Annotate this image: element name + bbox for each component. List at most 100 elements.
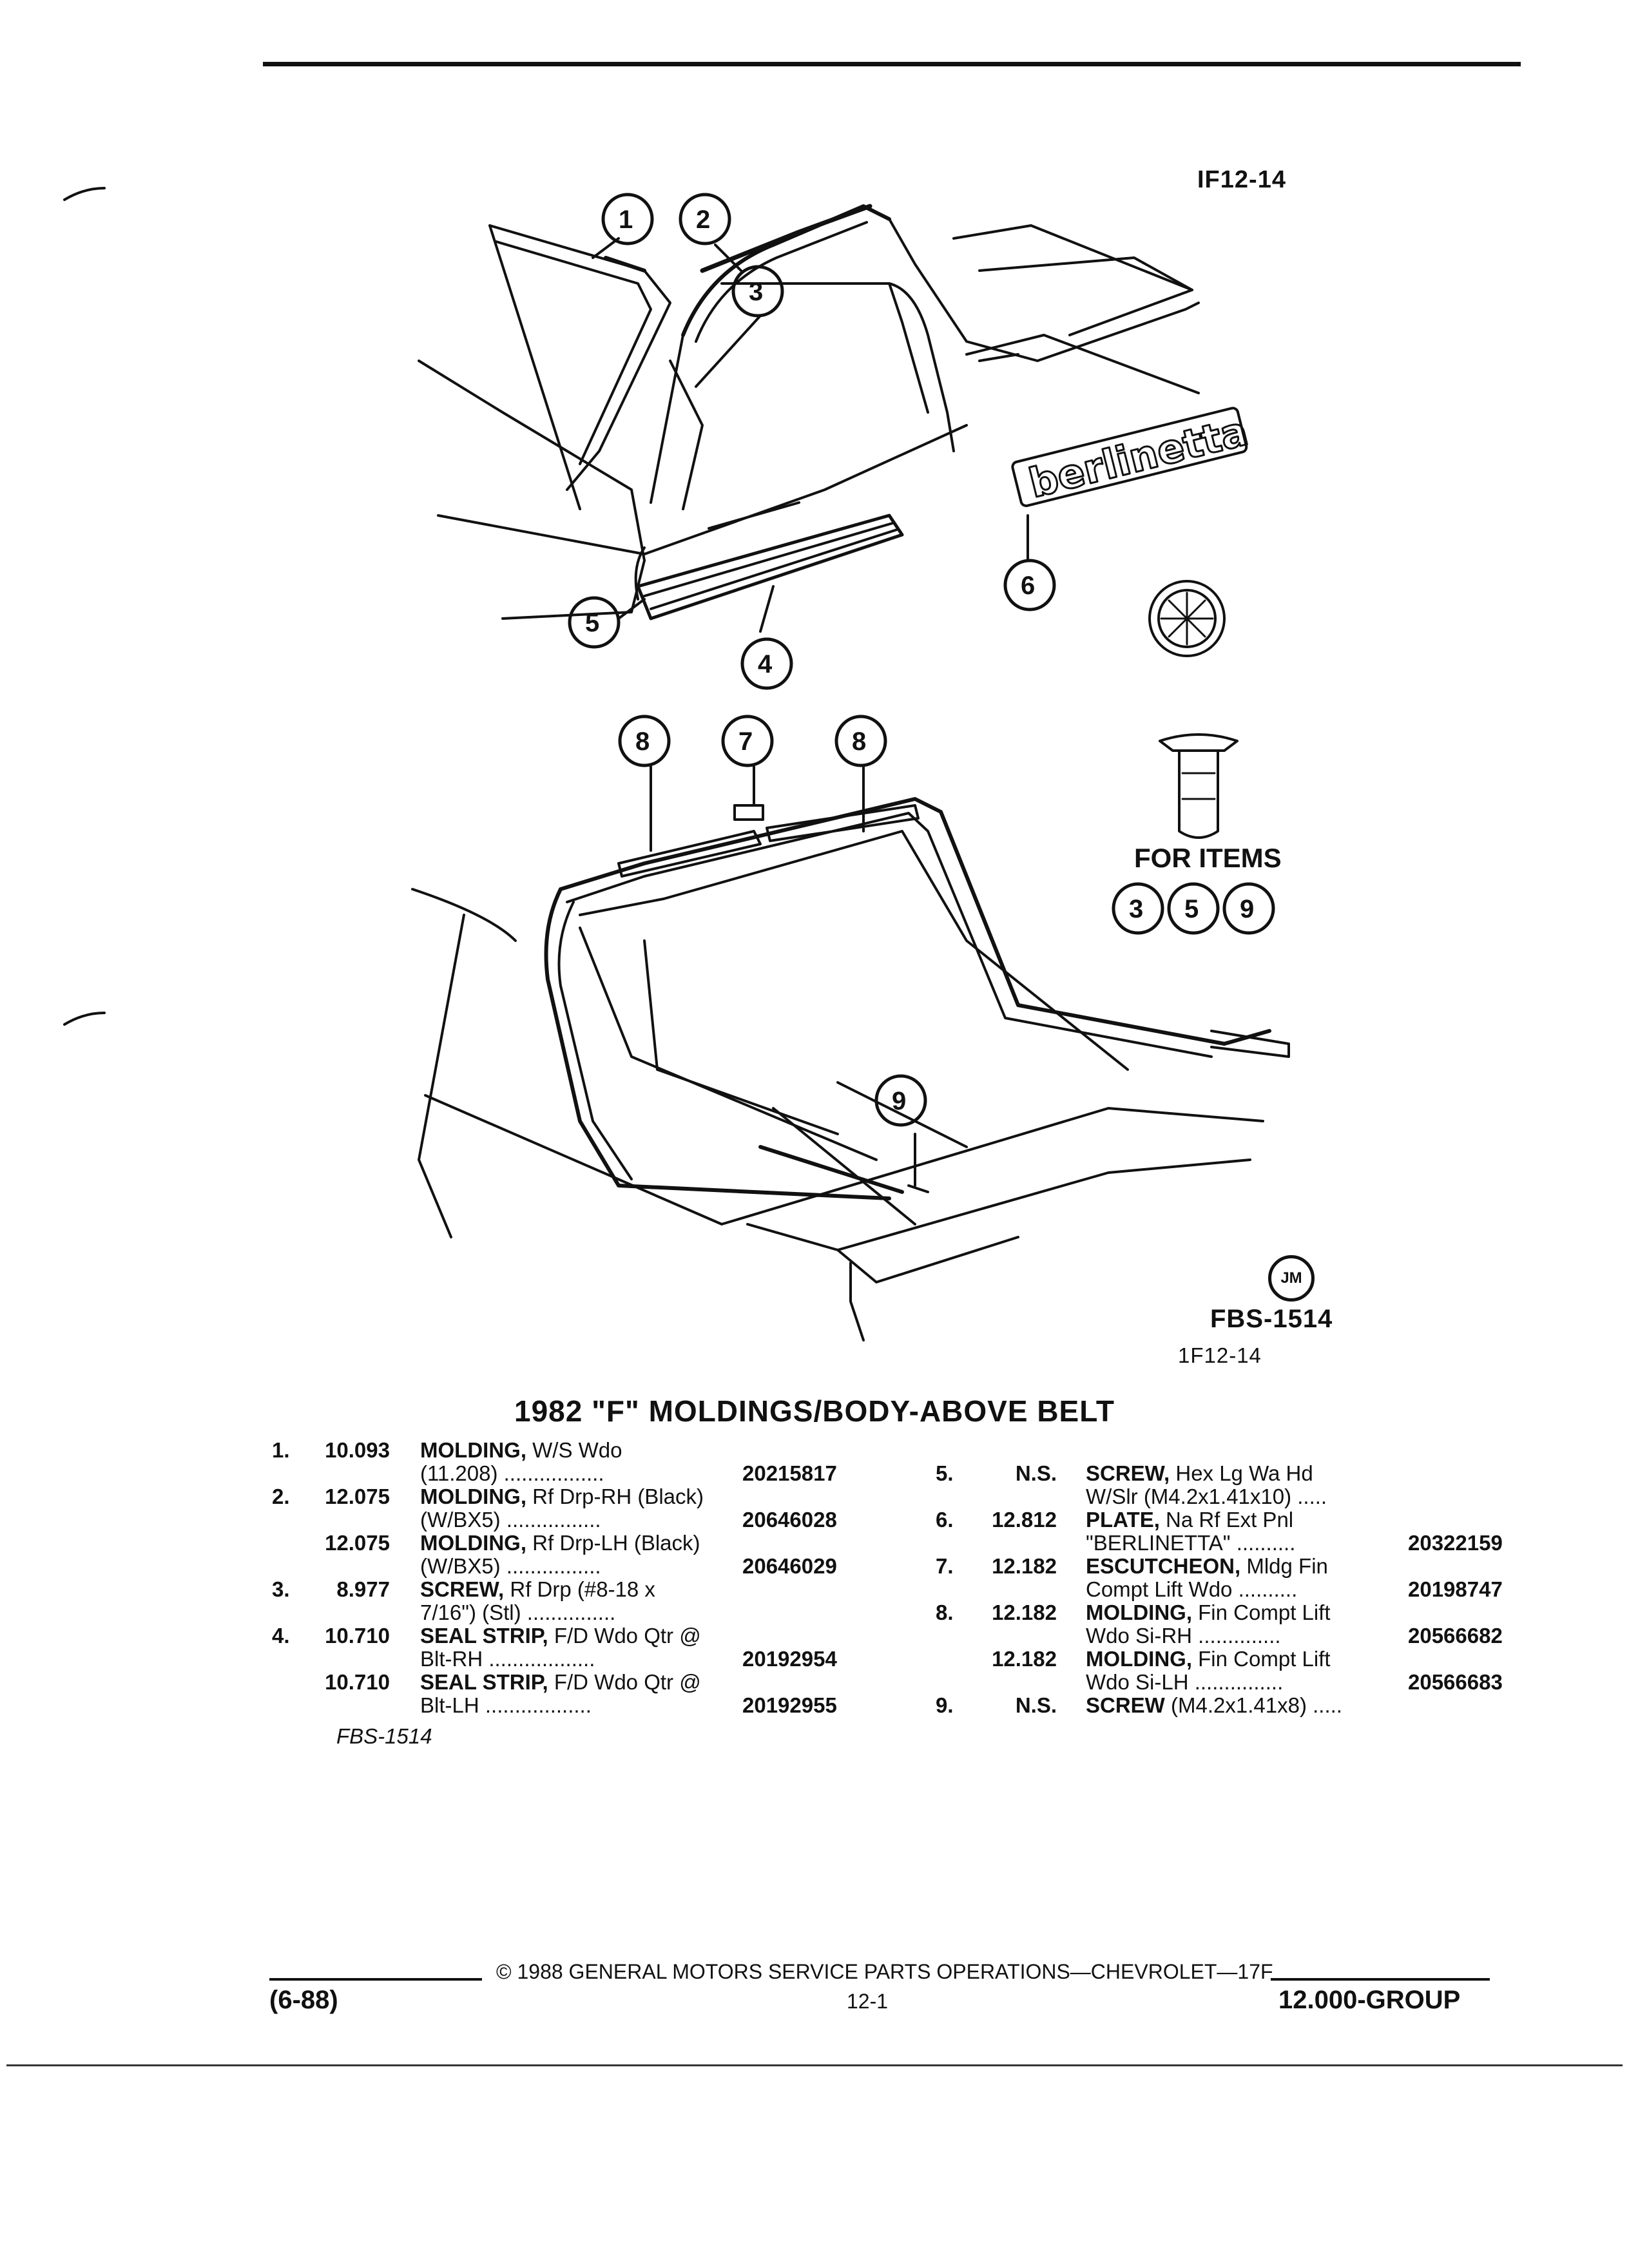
footer-rule-left bbox=[269, 1978, 482, 1981]
part-desc: W/S Wdo bbox=[526, 1438, 622, 1462]
part-desc: Rf Drp (#8-18 x bbox=[504, 1577, 655, 1601]
fbs-code: FBS-1514 bbox=[1210, 1305, 1333, 1333]
part-desc-cont: Wdo Si-RH .............. bbox=[1086, 1624, 1281, 1648]
part-number: 20566682 bbox=[1408, 1624, 1503, 1648]
part-desc-cont: (W/BX5) ................ bbox=[420, 1508, 601, 1532]
for-items-label: FOR ITEMS bbox=[1134, 843, 1282, 873]
svg-text:3: 3 bbox=[749, 278, 763, 306]
part-desc-cont: W/Slr (M4.2x1.41x10) ..... bbox=[1086, 1485, 1327, 1508]
part-name: MOLDING, bbox=[1086, 1600, 1192, 1624]
part-index: 9. bbox=[936, 1693, 954, 1717]
part-desc-cont: (11.208) ................. bbox=[420, 1461, 604, 1485]
for-item-9 bbox=[1222, 882, 1275, 935]
part-desc-cont: Blt-RH .................. bbox=[420, 1647, 595, 1671]
svg-text:9: 9 bbox=[1240, 895, 1254, 923]
part-desc: Rf Drp-RH (Black) bbox=[526, 1485, 704, 1508]
date-code: (6-88) bbox=[269, 1986, 338, 2014]
part-desc: Rf Drp-LH (Black) bbox=[526, 1531, 700, 1555]
part-desc: Na Rf Ext Pnl bbox=[1159, 1508, 1294, 1532]
svg-text:3: 3 bbox=[1129, 895, 1143, 923]
figure-code: 1F12-14 bbox=[1178, 1343, 1262, 1367]
part-number: 20646029 bbox=[742, 1554, 837, 1578]
callout-5 bbox=[568, 596, 621, 649]
part-desc-cont: (W/BX5) ................ bbox=[420, 1554, 601, 1578]
callout-7 bbox=[721, 715, 774, 767]
part-desc: F/D Wdo Qtr @ bbox=[548, 1624, 701, 1648]
part-desc-cont: "BERLINETTA" .......... bbox=[1086, 1531, 1296, 1555]
part-group: 12.075 bbox=[325, 1485, 390, 1508]
for-item-3 bbox=[1112, 882, 1164, 935]
callout-6 bbox=[1003, 559, 1056, 611]
part-group: 10.710 bbox=[325, 1624, 390, 1648]
callout-1 bbox=[601, 193, 654, 245]
part-index: 5. bbox=[936, 1461, 954, 1485]
part-number: 20192954 bbox=[742, 1647, 837, 1671]
part-desc: Mldg Fin bbox=[1240, 1554, 1328, 1578]
part-index: 4. bbox=[272, 1624, 290, 1648]
fbs-note: FBS-1514 bbox=[336, 1724, 432, 1748]
part-desc-cont: Compt Lift Wdo .......... bbox=[1086, 1577, 1298, 1601]
part-group: N.S. bbox=[1015, 1693, 1057, 1717]
svg-text:5: 5 bbox=[1184, 895, 1199, 923]
part-group: 10.710 bbox=[325, 1670, 390, 1694]
svg-text:1: 1 bbox=[619, 206, 633, 234]
svg-text:8: 8 bbox=[852, 727, 866, 756]
binder-mark bbox=[63, 187, 106, 201]
part-desc: (M4.2x1.41x8) ..... bbox=[1164, 1693, 1342, 1717]
part-index: 7. bbox=[936, 1554, 954, 1578]
callout-3 bbox=[731, 265, 784, 318]
for-item-5 bbox=[1167, 882, 1220, 935]
part-index: 2. bbox=[272, 1485, 290, 1508]
part-name: MOLDING, bbox=[420, 1438, 526, 1462]
section-title: 1982 "F" MOLDINGS/BODY-ABOVE BELT bbox=[514, 1394, 1115, 1428]
callout-8 bbox=[618, 715, 671, 767]
svg-text:4: 4 bbox=[758, 650, 773, 678]
part-name: MOLDING, bbox=[420, 1485, 526, 1508]
leader-lines bbox=[592, 237, 1029, 1187]
callout-4 bbox=[740, 637, 793, 690]
copyright-line: © 1988 GENERAL MOTORS SERVICE PARTS OPER… bbox=[496, 1960, 1273, 1983]
part-desc: Hex Lg Wa Hd bbox=[1170, 1461, 1313, 1485]
svg-text:6: 6 bbox=[1021, 572, 1035, 600]
part-number: 20192955 bbox=[742, 1693, 837, 1717]
part-desc-cont: Wdo Si-LH ............... bbox=[1086, 1670, 1284, 1694]
part-desc-cont: Blt-LH .................. bbox=[420, 1693, 592, 1717]
jm-mark: JM bbox=[1268, 1255, 1315, 1302]
part-name: SEAL STRIP, bbox=[420, 1670, 548, 1694]
svg-text:berlinetta: berlinetta bbox=[1025, 407, 1253, 507]
part-desc: Fin Compt Lift bbox=[1191, 1647, 1331, 1671]
callout-8 bbox=[834, 715, 887, 767]
lower-car-view bbox=[411, 797, 1290, 1341]
part-number: 20566683 bbox=[1408, 1670, 1503, 1694]
part-name: MOLDING, bbox=[1086, 1647, 1192, 1671]
part-index: 6. bbox=[936, 1508, 954, 1532]
part-group: 12.182 bbox=[992, 1600, 1057, 1624]
part-name: SCREW bbox=[1086, 1693, 1165, 1717]
bottom-rule bbox=[6, 2064, 1623, 2066]
callout-2 bbox=[679, 193, 731, 245]
upper-car-view: berlinetta bbox=[418, 204, 1253, 657]
part-number: 20215817 bbox=[742, 1461, 837, 1485]
footer-rule-right bbox=[1271, 1978, 1490, 1981]
svg-text:2: 2 bbox=[696, 206, 710, 234]
part-group: N.S. bbox=[1015, 1461, 1057, 1485]
figure-ref-code: IF12-14 bbox=[1197, 166, 1286, 193]
part-group: 12.182 bbox=[992, 1554, 1057, 1578]
svg-text:9: 9 bbox=[892, 1087, 906, 1115]
part-desc-cont: 7/16") (Stl) ............... bbox=[420, 1600, 616, 1624]
svg-text:7: 7 bbox=[738, 727, 753, 756]
part-number: 20322159 bbox=[1408, 1531, 1503, 1555]
part-index: 1. bbox=[272, 1438, 290, 1462]
part-number: 20646028 bbox=[742, 1508, 837, 1532]
part-index: 3. bbox=[272, 1577, 290, 1601]
part-group: 12.075 bbox=[325, 1531, 390, 1555]
parts-illustration: berlinetta bbox=[63, 187, 1290, 1341]
callout-9 bbox=[874, 1074, 927, 1127]
part-name: SCREW, bbox=[1086, 1461, 1170, 1485]
part-name: PLATE, bbox=[1086, 1508, 1160, 1532]
part-group: 10.093 bbox=[325, 1438, 390, 1462]
part-index: 8. bbox=[936, 1600, 954, 1624]
part-desc: Fin Compt Lift bbox=[1191, 1600, 1331, 1624]
binder-mark bbox=[63, 1012, 106, 1026]
part-name: SEAL STRIP, bbox=[420, 1624, 548, 1648]
